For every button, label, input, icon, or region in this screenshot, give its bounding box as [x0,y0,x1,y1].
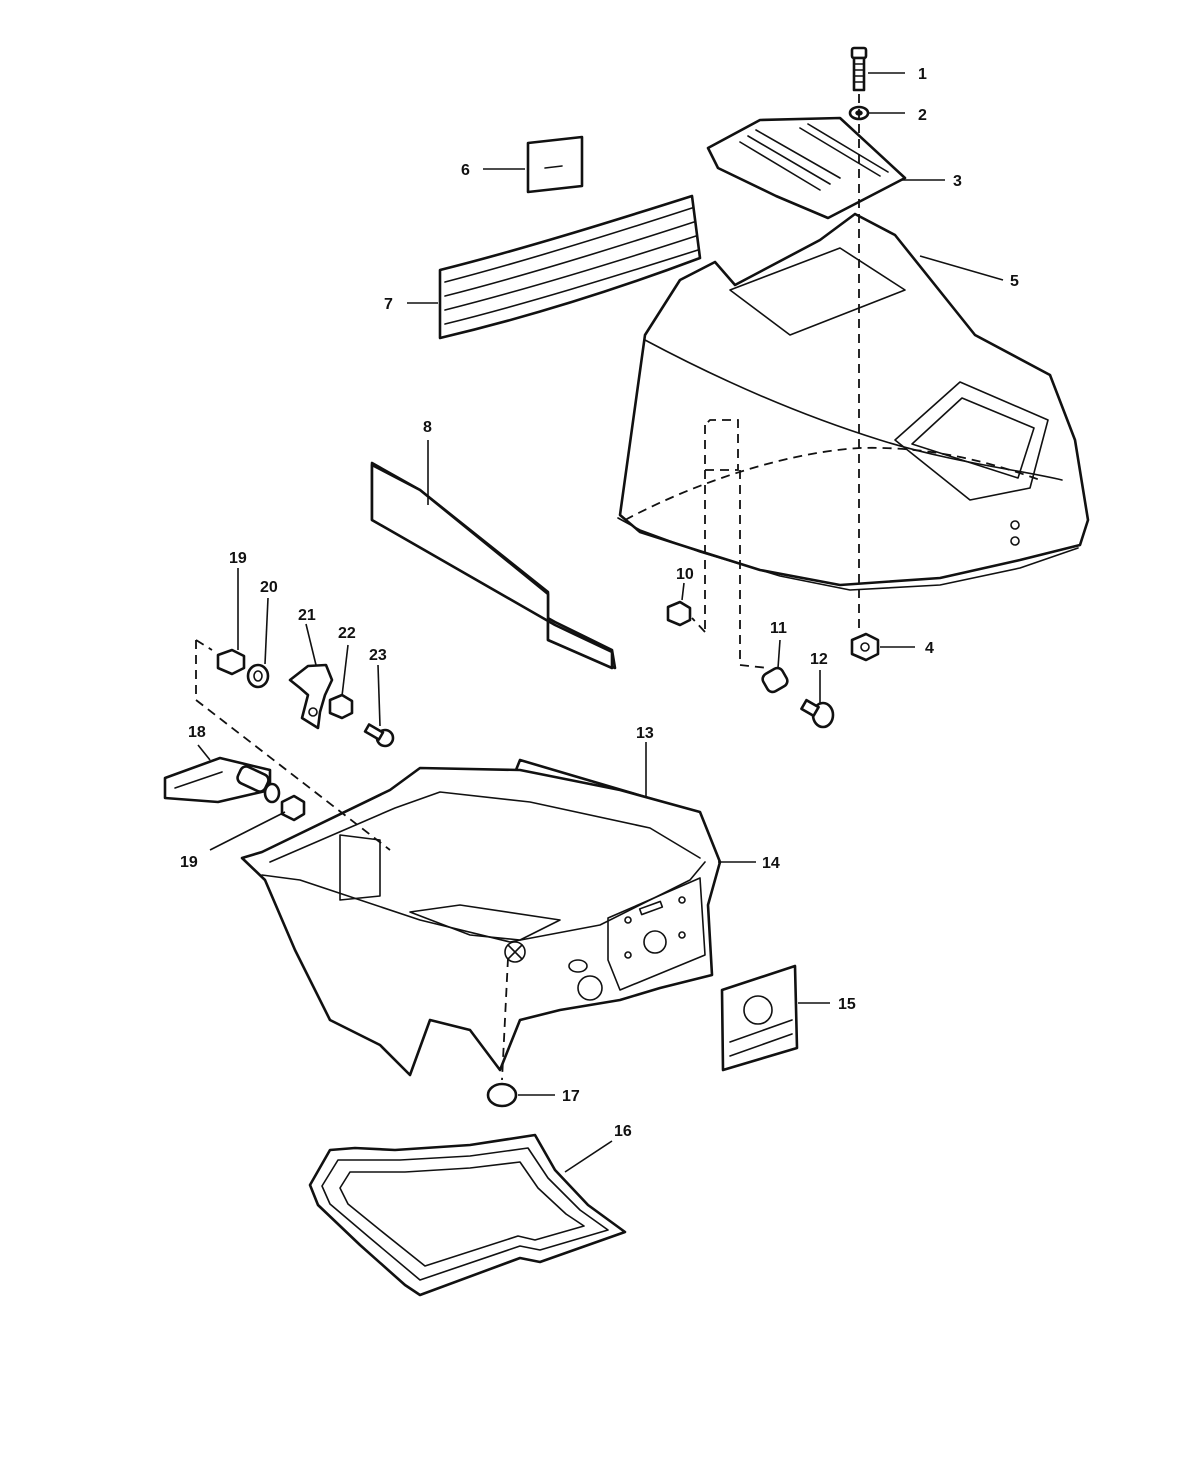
assembly-lines-lower [195,639,509,1081]
callout-11: 11 [770,620,787,637]
callout-6: 6 [461,162,470,179]
callout-15: 15 [838,996,856,1013]
callout-16: 16 [614,1123,632,1140]
part-15-plate[interactable] [720,964,799,1072]
part-22-nut[interactable] [328,693,354,720]
callout-22: 22 [338,625,356,642]
part-23-screw[interactable] [363,723,395,748]
part-10-nut[interactable] [666,600,692,627]
callout-4: 4 [925,640,934,657]
callout-8: 8 [423,419,432,436]
callout-10: 10 [676,566,694,583]
callout-1: 1 [918,66,927,83]
part-16-gasket[interactable] [308,1133,627,1297]
callout-14: 14 [762,855,780,872]
callout-21: 21 [298,607,316,624]
callout-13: 13 [636,725,654,742]
callout-labels: 1 2 3 4 5 6 7 8 10 11 12 13 14 15 16 17 … [180,66,1019,1140]
callout-3: 3 [953,173,962,190]
part-6-decal[interactable] [526,135,584,194]
part-1-screw[interactable] [850,46,868,92]
callout-20: 20 [260,579,278,596]
part-20-washer[interactable] [246,663,270,689]
part-3-vent-cover[interactable] [706,116,907,220]
part-5-top-cowl[interactable] [617,212,1090,591]
callout-17: 17 [562,1088,580,1105]
part-8-decal[interactable] [370,461,617,670]
callout-7: 7 [384,296,393,313]
part-19-nut-upper[interactable] [216,648,246,676]
part-14-bottom-cowl[interactable] [240,766,722,1077]
callout-5: 5 [1010,273,1019,290]
part-4-nut[interactable] [850,632,880,662]
leader-lines [197,72,1004,1173]
callout-12: 12 [810,651,828,668]
part-18-latch-handle[interactable] [163,756,281,804]
part-19-nut-lower[interactable] [280,794,306,822]
callout-19-upper: 19 [229,550,247,567]
part-17-plug[interactable] [486,1082,518,1108]
callout-19-lower: 19 [180,854,198,871]
callout-2: 2 [918,107,927,124]
part-12-plug[interactable] [800,698,835,729]
part-7-decal[interactable] [438,194,702,340]
part-21-latch-plate[interactable] [288,663,334,730]
callout-23: 23 [369,647,387,664]
callout-18: 18 [188,724,206,741]
assembly-lines-upper [691,94,860,669]
part-11-grommet[interactable] [760,666,789,694]
